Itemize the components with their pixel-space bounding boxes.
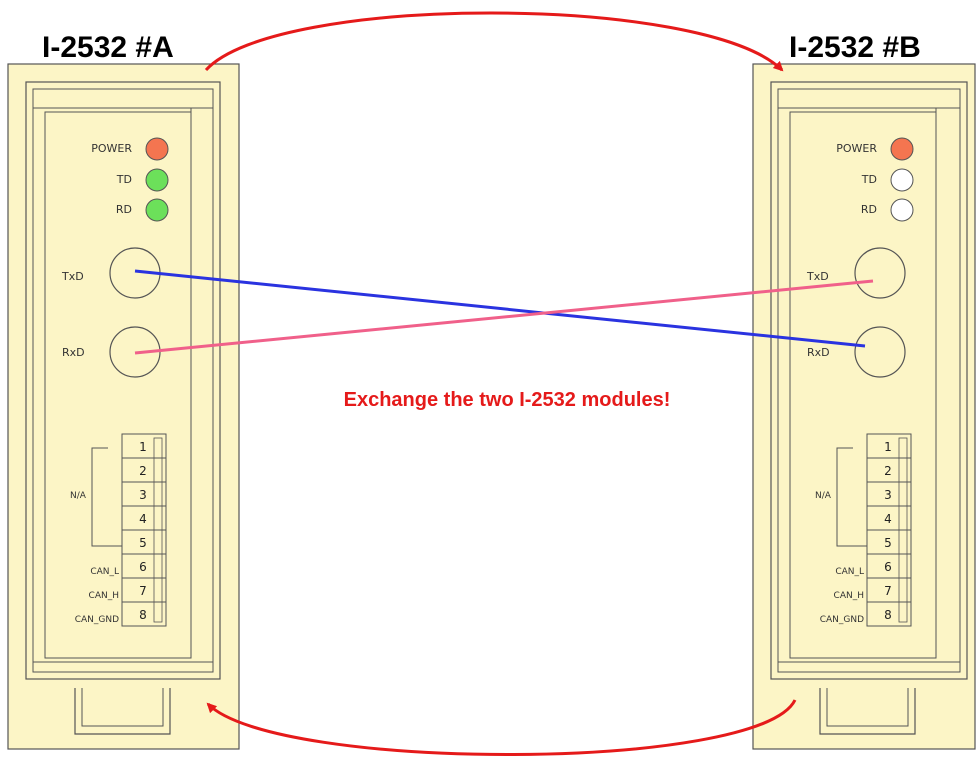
module-b-port-label-rxd: RxD xyxy=(807,346,830,359)
swap-arrow-top xyxy=(204,11,784,72)
module-b-terminal-4: 4 xyxy=(884,512,892,526)
module-a-terminal-block: 1 2 3 4 5 6 7 8 N/A CAN_L CAN_H CAN_GND xyxy=(70,433,167,627)
module-a-terminal-3: 3 xyxy=(139,488,147,502)
module-b-rd-led xyxy=(890,198,914,222)
module-a-terminal-6: 6 xyxy=(139,560,147,574)
module-a-terminal-8: 8 xyxy=(139,608,147,622)
module-a-can-h-label: CAN_H xyxy=(89,591,119,601)
module-b-can-l-label: CAN_L xyxy=(835,567,864,577)
module-a-rd-led xyxy=(145,198,169,222)
module-a-terminal-2: 2 xyxy=(139,464,147,478)
module-a-terminal-7: 7 xyxy=(139,584,147,598)
module-a-can-l-label: CAN_L xyxy=(90,567,119,577)
module-a-td-led xyxy=(145,168,169,192)
module-a-power-led xyxy=(145,137,169,161)
module-a-port-label-rxd: RxD xyxy=(62,346,85,359)
module-b-terminal-6: 6 xyxy=(884,560,892,574)
module-a-na-label: N/A xyxy=(70,491,87,501)
module-a-led-label-rd: RD xyxy=(116,203,132,216)
module-b-power-led xyxy=(890,137,914,161)
module-a-terminal-5: 5 xyxy=(139,536,147,550)
cable-a-txd-to-b-rxd xyxy=(134,269,866,348)
module-b-led-label-td: TD xyxy=(861,173,877,186)
module-b-na-label: N/A xyxy=(815,491,832,501)
module-b: I-2532 #B POWER TD RD TxD RxD 1 xyxy=(752,31,976,750)
module-a-can-gnd-label: CAN_GND xyxy=(75,615,119,625)
module-b-terminal-1: 1 xyxy=(884,440,892,454)
module-a: I-2532 #A POWER TD RD TxD RxD 1 xyxy=(7,31,240,750)
module-b-terminal-block: 1 2 3 4 5 6 7 8 N/A CAN_L CAN_H CAN_GND xyxy=(815,433,912,627)
module-b-can-h-label: CAN_H xyxy=(834,591,864,601)
module-b-terminal-2: 2 xyxy=(884,464,892,478)
module-b-terminal-5: 5 xyxy=(884,536,892,550)
module-a-led-label-td: TD xyxy=(116,173,132,186)
module-a-led-label-power: POWER xyxy=(91,142,132,155)
module-b-title: I-2532 #B xyxy=(789,31,921,64)
module-b-terminal-3: 3 xyxy=(884,488,892,502)
module-a-port-label-txd: TxD xyxy=(61,270,84,283)
exchange-message: Exchange the two I-2532 modules! xyxy=(344,389,671,411)
module-b-led-label-rd: RD xyxy=(861,203,877,216)
module-a-terminal-4: 4 xyxy=(139,512,147,526)
cable-a-rxd-to-b-txd xyxy=(134,279,874,355)
module-b-td-led xyxy=(890,168,914,192)
module-b-terminal-8: 8 xyxy=(884,608,892,622)
module-a-title: I-2532 #A xyxy=(42,31,174,64)
module-b-led-label-power: POWER xyxy=(836,142,877,155)
module-b-port-label-txd: TxD xyxy=(806,270,829,283)
module-b-can-gnd-label: CAN_GND xyxy=(820,615,864,625)
swap-arrow-bottom xyxy=(206,699,797,756)
module-b-txd-port xyxy=(854,247,906,299)
module-b-rxd-port xyxy=(854,326,906,378)
module-b-terminal-7: 7 xyxy=(884,584,892,598)
module-a-terminal-1: 1 xyxy=(139,440,147,454)
